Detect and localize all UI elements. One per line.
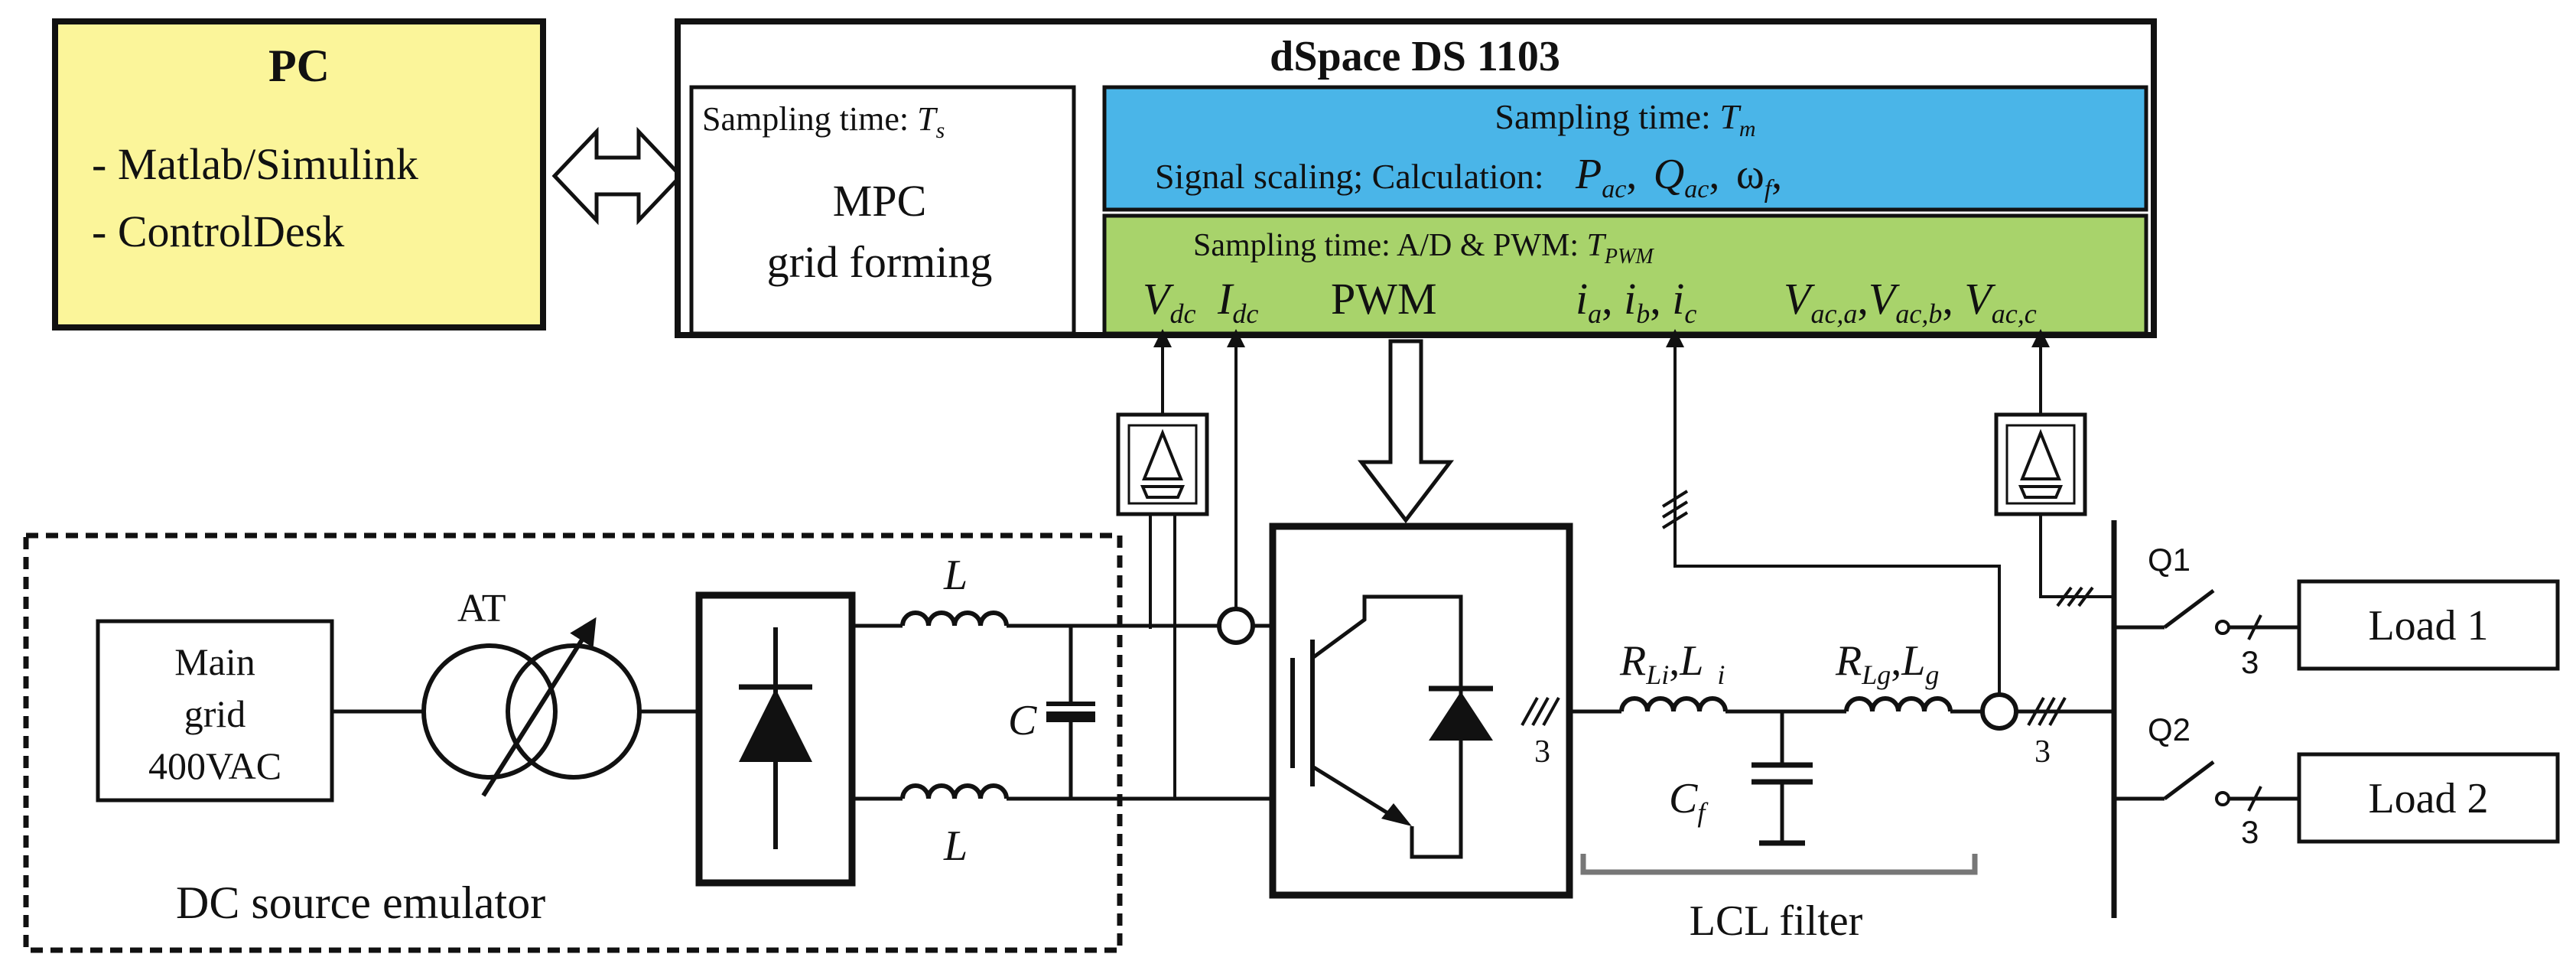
mpc-line2: grid forming — [767, 237, 993, 287]
pc-title: PC — [268, 41, 330, 91]
freewheel-diode-icon — [1429, 658, 1493, 757]
q2-label: Q2 — [2148, 711, 2191, 747]
ad-pwm-panel — [1102, 213, 2148, 336]
inductor-bottom-label: L — [943, 822, 968, 870]
inverter-box — [1269, 523, 1573, 899]
igbt-switch-icon — [1290, 594, 1463, 859]
dspace-title: dSpace DS 1103 — [1270, 33, 1560, 80]
pc-box — [52, 18, 546, 330]
pc-item-matlab: - Matlab/Simulink — [92, 139, 418, 189]
vdc-label: Vdc — [1143, 274, 1195, 329]
dc-link-capacitor-icon — [1046, 626, 1095, 799]
phase-count-2: 3 — [2034, 734, 2051, 770]
iabc-phase-ticks — [1661, 490, 1689, 529]
capacitor-label: C — [1008, 697, 1037, 744]
load2-box — [2297, 752, 2560, 844]
filter-inductor-li-icon — [1619, 696, 1728, 712]
pwm-label: PWM — [1331, 274, 1437, 324]
lcl-filter-label: LCL filter — [1690, 897, 1863, 945]
at-label: AT — [457, 587, 506, 630]
rlg-lg-label: RLg,Lg — [1835, 637, 1939, 690]
mpc-line1: MPC — [833, 176, 927, 226]
blue-sampling-label: Sampling time: Tm — [1495, 97, 1755, 142]
vac-label: Vac,a,Vac,b, Vac,c — [1784, 274, 2037, 329]
dc-source-emulator-boundary — [23, 532, 1123, 953]
signal-scaling-panel — [1102, 85, 2148, 212]
filter-inductor-lg-icon — [1844, 696, 1953, 712]
idc-label: Idc — [1217, 274, 1258, 329]
autotransformer-icon — [421, 617, 642, 797]
dspace-block: dSpace DS 1103 Sampling time: Ts MPC gri… — [675, 18, 2157, 338]
lcl-filter-bracket — [1580, 854, 1978, 875]
mpc-panel — [689, 85, 1076, 336]
dc-inductor-bottom-icon — [900, 783, 1009, 799]
filter-capacitor-cf-icon — [1751, 711, 1813, 846]
phase-ticks-2 — [2027, 697, 2067, 726]
vdc-sensor-icon — [1116, 412, 1209, 516]
pc-dspace-link-arrow — [551, 126, 684, 226]
vac-sensor-icon — [1994, 412, 2087, 516]
idc-sensor-icon — [1217, 607, 1255, 645]
q2-phase-count: 3 — [2241, 814, 2259, 850]
main-grid-box — [96, 619, 334, 803]
inductor-top-label: L — [943, 552, 968, 599]
load2-label: Load 2 — [2368, 775, 2488, 822]
main-grid-line1: Main — [174, 640, 255, 683]
dc-inductor-top-icon — [900, 610, 1009, 627]
blue-calc-label: Signal scaling; Calculation: Pac, Qac, ω… — [1155, 151, 1782, 203]
pwm-arrow — [1357, 339, 1455, 524]
pc-block: PC - Matlab/Simulink - ControlDesk — [52, 18, 546, 330]
cf-label: Cf — [1669, 775, 1709, 828]
load1-box — [2297, 579, 2560, 671]
iabc-sensor-icon — [1980, 692, 2018, 731]
diode-icon — [739, 627, 812, 849]
pc-item-controldesk: - ControlDesk — [92, 207, 344, 256]
mpc-sampling-label: Sampling time: Ts — [702, 100, 945, 143]
phase-count-1: 3 — [1534, 734, 1550, 770]
iabc-label: ia, ib, ic — [1576, 274, 1696, 329]
breaker-q1-icon — [2114, 589, 2299, 640]
vac-phase-ticks — [2056, 586, 2094, 607]
q1-phase-count: 3 — [2241, 644, 2259, 680]
breaker-q2-icon — [2114, 760, 2299, 812]
phase-ticks-1 — [1521, 697, 1560, 726]
load1-label: Load 1 — [2368, 602, 2488, 650]
dc-source-emulator-label: DC source emulator — [176, 877, 545, 928]
main-grid-line2: grid — [184, 692, 246, 735]
q1-label: Q1 — [2148, 542, 2191, 578]
main-grid-line3: 400VAC — [148, 744, 281, 787]
green-sampling-label: Sampling time: A/D & PWM: TPWM — [1193, 228, 1654, 269]
